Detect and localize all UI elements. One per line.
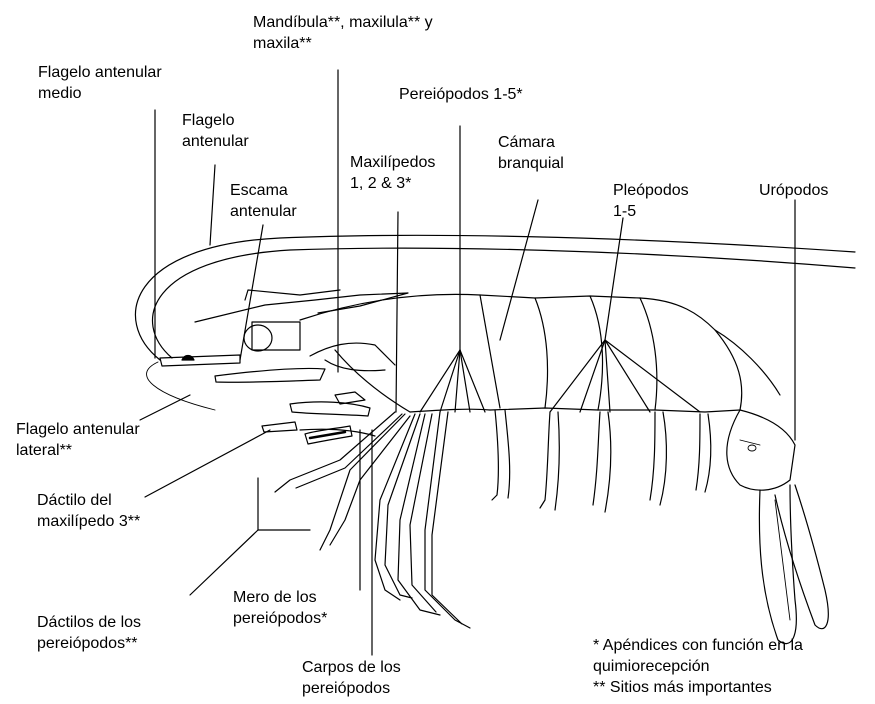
label-pereiopod-dactyls: Dáctilos de los pereiópodos** <box>37 612 141 654</box>
legend: * Apéndices con función en la quimiorece… <box>593 635 803 698</box>
label-lateral-flagellum: Flagelo antenular lateral** <box>16 419 140 461</box>
label-maxillipeds: Maxilípedos 1, 2 & 3* <box>350 152 435 194</box>
legend-line-2: quimiorecepción <box>593 656 803 677</box>
label-gill-chamber: Cámara branquial <box>498 132 564 174</box>
label-antennal-scale: Escama antenular <box>230 180 297 222</box>
label-pereiopods-1-5: Pereiópodos 1-5* <box>399 84 523 105</box>
label-uropods: Urópodos <box>759 180 828 201</box>
label-pleopods: Pleópodos 1-5 <box>613 180 689 222</box>
label-pereiopod-carpus: Carpos de los pereiópodos <box>302 657 401 699</box>
label-maxilliped3-dactyl: Dáctilo del maxilípedo 3** <box>37 490 140 532</box>
legend-line-3: ** Sitios más importantes <box>593 677 803 698</box>
label-medial-flagellum: Flagelo antenular medio <box>38 62 162 104</box>
legend-line-1: * Apéndices con función en la <box>593 635 803 656</box>
label-pereiopod-merus: Mero de los pereiópodos* <box>233 587 327 629</box>
label-mouthparts: Mandíbula**, maxilula** y maxila** <box>253 12 433 54</box>
label-antennular-flagellum: Flagelo antenular <box>182 110 249 152</box>
appendages <box>160 343 711 628</box>
